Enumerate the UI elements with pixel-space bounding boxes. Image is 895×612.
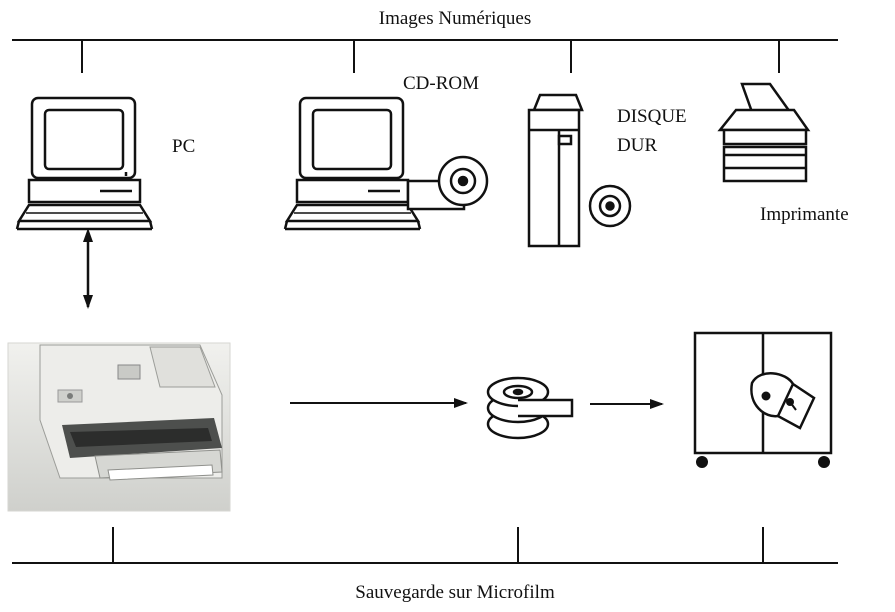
printer-label: Imprimante	[760, 204, 849, 225]
cdrom-label: CD-ROM	[403, 73, 480, 94]
document-scanner-icon	[7, 342, 231, 512]
server-tower-icon	[527, 93, 632, 248]
disk-label-line2: DUR	[617, 135, 658, 156]
computer-with-cd-drive-icon	[283, 96, 489, 231]
top-bus-label: Images Numériques	[378, 8, 532, 29]
printer-icon	[717, 82, 811, 183]
bottom-bus	[12, 527, 838, 564]
pc-label: PC	[172, 136, 196, 157]
storage-cabinet-icon	[693, 331, 833, 468]
disk-label-line1: DISQUE	[617, 106, 687, 127]
bottom-bus-label: Sauvegarde sur Microfilm	[355, 582, 555, 603]
computer-icon	[15, 96, 154, 231]
microfilm-reel-icon	[486, 376, 574, 440]
top-bus	[12, 39, 838, 73]
